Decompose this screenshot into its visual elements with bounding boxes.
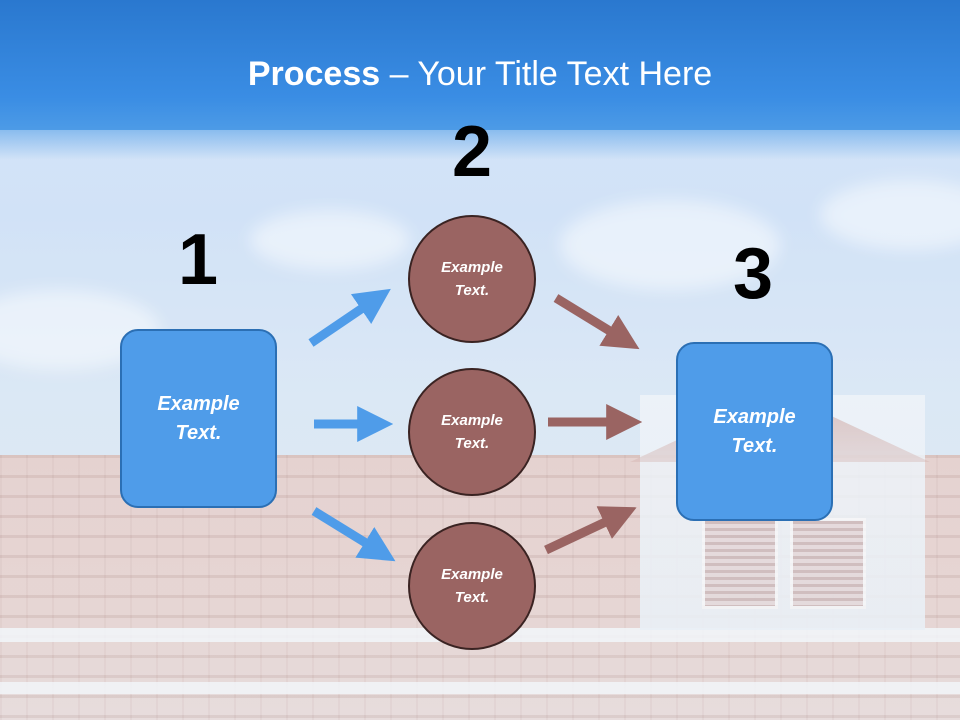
step-1-box[interactable]: Example Text.: [120, 329, 277, 508]
step-2-circle-bottom[interactable]: Example Text.: [408, 522, 536, 650]
title-rest: – Your Title Text Here: [380, 55, 713, 93]
step-3-box[interactable]: Example Text.: [676, 342, 833, 521]
step-1-box-text: Example Text.: [157, 392, 240, 444]
background-cloud: [560, 200, 780, 290]
background-shutter: [790, 518, 866, 609]
step-number-2: 2: [451, 112, 493, 192]
background-roof-band: [0, 682, 960, 694]
step-3-box-text: Example Text.: [713, 405, 796, 457]
step-2-circle-middle[interactable]: Example Text.: [408, 368, 536, 496]
title-band: [0, 0, 960, 160]
background-cloud: [250, 210, 410, 270]
step-number-1: 1: [177, 220, 219, 300]
step-2-circle-middle-text: Example Text.: [441, 412, 503, 452]
background-cloud: [820, 180, 960, 250]
title-bold: Process: [247, 55, 381, 93]
step-2-circle-top[interactable]: Example Text.: [408, 215, 536, 343]
step-2-circle-top-text: Example Text.: [441, 259, 503, 299]
background-shutter: [702, 518, 778, 609]
step-number-3: 3: [732, 234, 774, 314]
step-2-circle-bottom-text: Example Text.: [441, 566, 503, 606]
slide-title: Process – Your Title Text Here: [0, 52, 960, 96]
